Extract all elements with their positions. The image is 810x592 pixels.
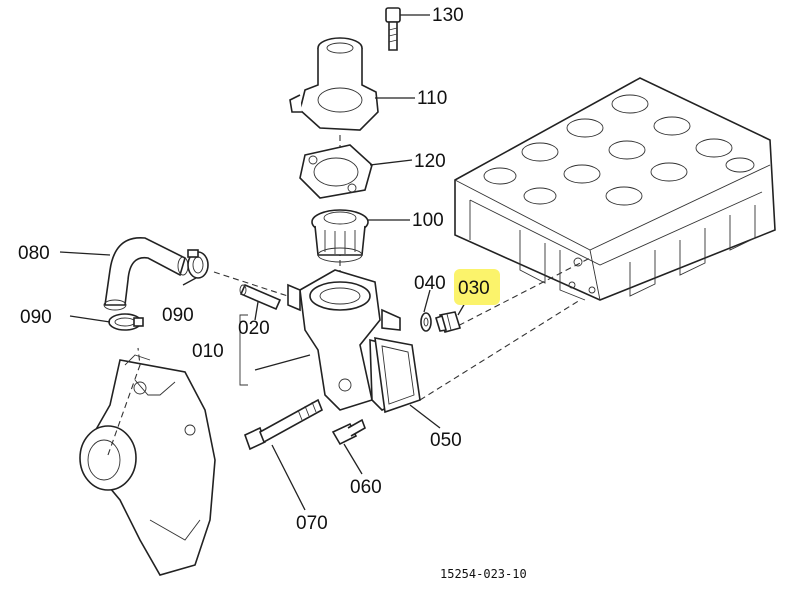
pipe-020-drawing bbox=[239, 283, 282, 311]
drawing-id: 15254-023-10 bbox=[440, 567, 527, 581]
callout-080[interactable]: 080 bbox=[18, 243, 50, 264]
cylinder-head-drawing bbox=[454, 77, 776, 301]
callout-040[interactable]: 040 bbox=[414, 273, 446, 294]
clamp-090b-drawing bbox=[108, 313, 144, 331]
clamp-090a-drawing bbox=[187, 249, 209, 279]
thermostat-cover-110-drawing bbox=[289, 37, 379, 131]
water-pump-drawing bbox=[79, 354, 216, 576]
leader-line-head bbox=[449, 257, 591, 331]
leader-line-pump bbox=[107, 347, 141, 456]
gasket-120-drawing bbox=[299, 144, 373, 199]
leader-line-gasket bbox=[419, 299, 581, 401]
callout-090-lower[interactable]: 090 bbox=[20, 307, 52, 328]
callout-110[interactable]: 110 bbox=[417, 88, 447, 109]
callout-120[interactable]: 120 bbox=[414, 151, 446, 172]
bolt-060-drawing bbox=[331, 418, 366, 446]
callout-100[interactable]: 100 bbox=[412, 210, 444, 231]
callout-070[interactable]: 070 bbox=[296, 513, 328, 534]
bolt-130-drawing bbox=[385, 7, 401, 51]
bolt-070-drawing bbox=[244, 398, 324, 451]
bracket-010 bbox=[239, 314, 248, 386]
gasket-050-drawing bbox=[374, 337, 421, 414]
callout-050[interactable]: 050 bbox=[430, 430, 462, 451]
callout-010[interactable]: 010 bbox=[192, 341, 224, 362]
washer-040-drawing bbox=[420, 312, 432, 332]
leader-line-hose bbox=[213, 271, 301, 301]
callout-130[interactable]: 130 bbox=[432, 5, 464, 26]
plug-030-drawing bbox=[435, 311, 462, 333]
callout-090-upper[interactable]: 090 bbox=[162, 305, 194, 326]
thermostat-100-drawing bbox=[311, 209, 369, 263]
hose-080-drawing bbox=[103, 237, 189, 311]
callout-030[interactable]: 030 bbox=[458, 278, 490, 299]
callout-060[interactable]: 060 bbox=[350, 477, 382, 498]
callout-020[interactable]: 020 bbox=[238, 318, 270, 339]
highlight-030 bbox=[454, 269, 500, 305]
